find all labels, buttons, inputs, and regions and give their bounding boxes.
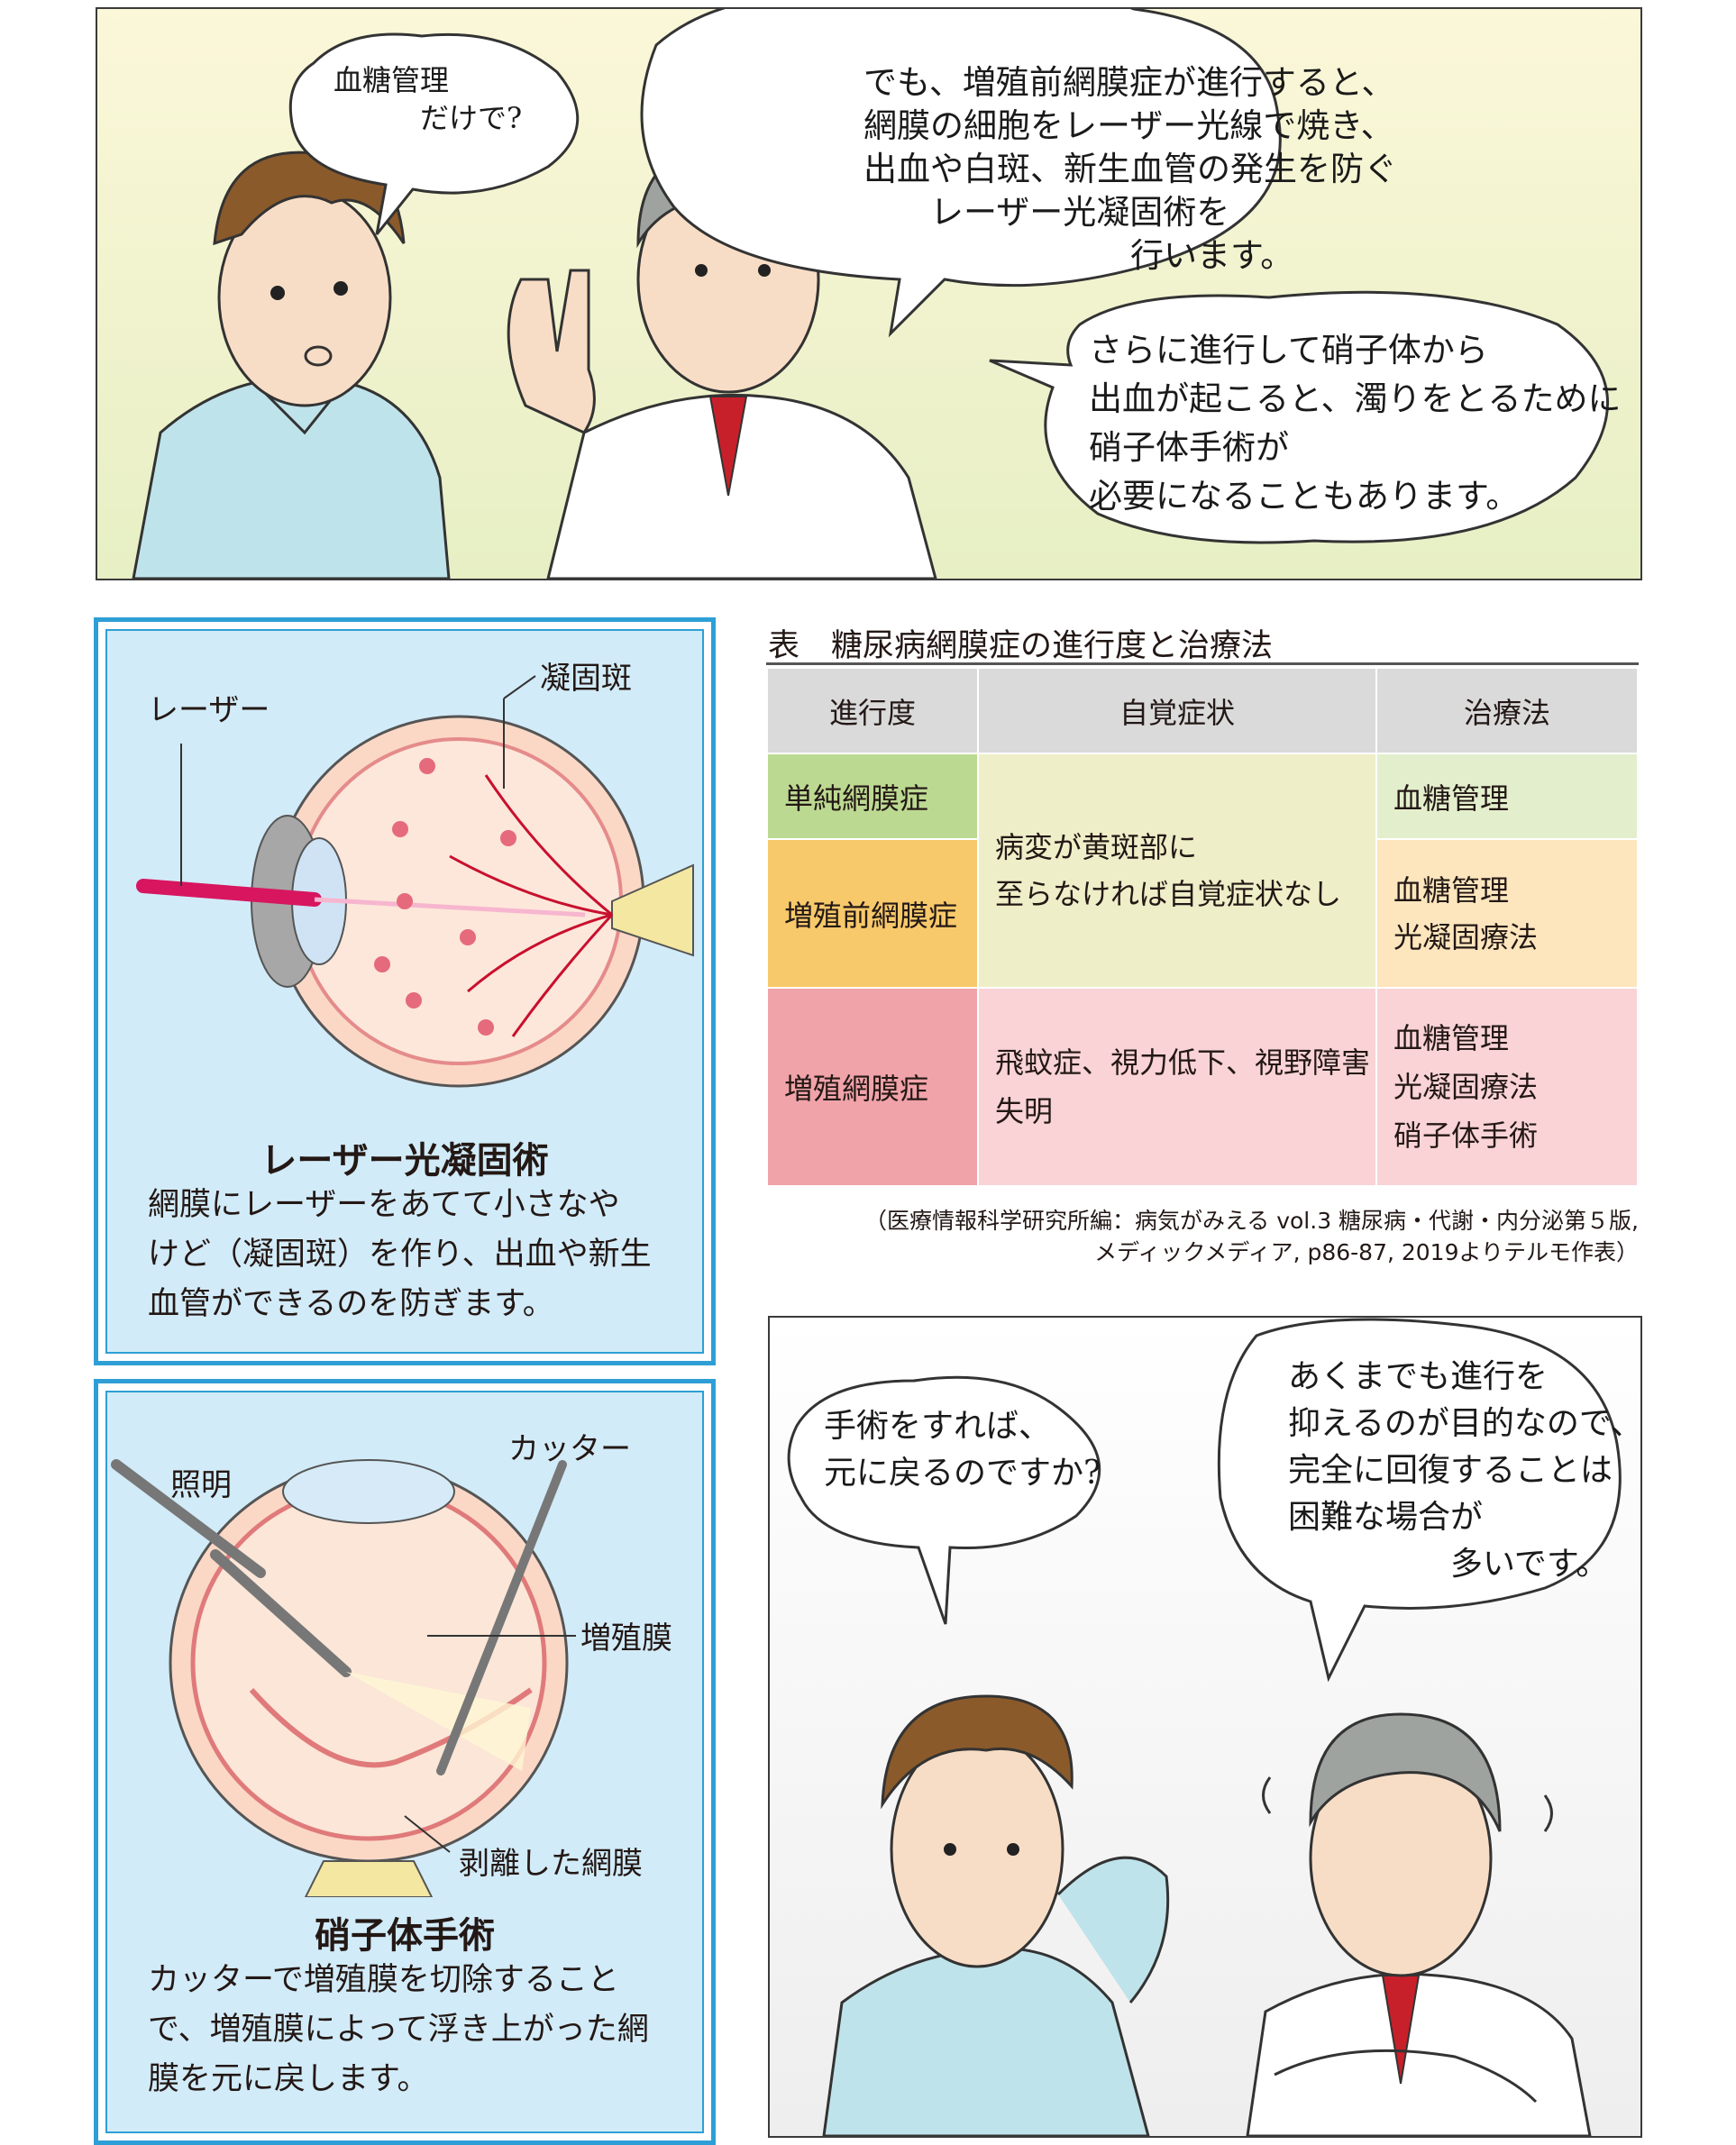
doctor-speech-bubble-1 — [640, 9, 1282, 338]
table-source-line-2: メディックメディア, p86-87, 2019よりテルモ作表） — [1094, 1239, 1639, 1265]
stage-cell: 増殖前網膜症 — [766, 838, 979, 989]
bottom-comic-panel: 手術をすれば、 元に戻るのですか? あくまでも進行を 抑えるのが目的なので、 完… — [768, 1316, 1642, 2138]
vitrectomy-eye-diagram — [111, 1459, 576, 1897]
table-header-row: 進行度 自覚症状 治療法 — [766, 667, 1639, 754]
patient-speech-bubble — [288, 32, 580, 235]
treatment-cell: 血糖管理 光凝固療法 硝子体手術 — [1375, 987, 1639, 1187]
patient-speech-bubble — [787, 1375, 1101, 1625]
header-stage: 進行度 — [766, 667, 979, 754]
treatment-cell: 血糖管理 — [1375, 753, 1639, 840]
vitrectomy-box: 照明 カッター 増殖膜 剥離した網膜 硝子体手術 カッターで増殖膜を切除すること… — [94, 1379, 716, 2145]
doctor-answer-text: あくまでも進行を 抑えるのが目的なので、 完全に回復することは 困難な場合が 多… — [1288, 1358, 1642, 1583]
doctor-figure — [1246, 1712, 1592, 2136]
laser-description: 網膜にレーザーをあてて小さなや けど（凝固斑）を作り、出血や新生 血管ができるの… — [148, 1187, 652, 1322]
vitrectomy-description: カッターで増殖膜を切除すること で、増殖膜によって浮き上がった網 膜を元に戻しま… — [148, 1962, 649, 2097]
laser-eye-diagram — [136, 675, 694, 1088]
doctor-bubble-2-text: さらに進行して硝子体から 出血が起こると、濁りをとるために 硝子体手術が 必要に… — [1089, 331, 1622, 516]
illumination-label: 照明 — [170, 1467, 232, 1503]
vitrectomy-title: 硝子体手術 — [315, 1915, 495, 1957]
patient-question-text: 手術をすれば、 元に戻るのですか? — [824, 1408, 1101, 1492]
doctor-speech-bubble — [1217, 1318, 1622, 1683]
coagulation-spot-label: 凝固斑 — [540, 661, 632, 697]
laser-label: レーザー — [148, 692, 270, 728]
shared-symptom-cell: 病変が黄斑部に 至らなければ自覚症状なし — [977, 753, 1377, 989]
stage-cell: 増殖網膜症 — [766, 987, 979, 1187]
detached-retina-label: 剥離した網膜 — [459, 1846, 643, 1882]
table-top-rule — [766, 662, 1639, 665]
patient-figure — [132, 151, 451, 579]
stage-cell: 単純網膜症 — [766, 753, 979, 840]
table-row: 単純網膜症 病変が黄斑部に 至らなければ自覚症状なし 血糖管理 — [766, 753, 1639, 989]
retinopathy-table: 進行度 自覚症状 治療法 単純網膜症 病変が黄斑部に 至らなければ自覚症状なし … — [766, 667, 1639, 1187]
symptom-cell: 飛蚊症、視力低下、視野障害 失明 — [977, 987, 1377, 1187]
patient-figure — [822, 1694, 1170, 2136]
table-title: 表 糖尿病網膜症の進行度と治療法 — [768, 628, 1274, 664]
top-panel-illustration — [132, 9, 1609, 579]
vitrectomy-box-inner: 照明 カッター 増殖膜 剥離した網膜 硝子体手術 カッターで増殖膜を切除すること… — [105, 1391, 704, 2133]
proliferative-membrane-label: 増殖膜 — [580, 1620, 672, 1657]
bottom-panel-illustration — [787, 1318, 1622, 2136]
header-treatment: 治療法 — [1375, 667, 1639, 754]
header-symptom: 自覚症状 — [977, 667, 1377, 754]
treatment-cell: 血糖管理 光凝固療法 — [1375, 838, 1639, 989]
table-row: 増殖網膜症 飛蚊症、視力低下、視野障害 失明 血糖管理 光凝固療法 硝子体手術 — [766, 987, 1639, 1187]
laser-photocoagulation-box: レーザー 凝固斑 レーザー光凝固術 網膜にレーザーをあてて小さなや けど（凝固斑… — [94, 617, 716, 1365]
doctor-bubble-1-text: でも、増殖前網膜症が進行すると、 網膜の細胞をレーザー光線で焼き、 出血や白斑、… — [863, 63, 1397, 275]
patient-bubble-text: 血糖管理 だけで? — [333, 63, 523, 135]
cutter-label: カッター — [508, 1431, 631, 1467]
laser-title: レーザー光凝固術 — [260, 1140, 549, 1182]
laser-box-inner: レーザー 凝固斑 レーザー光凝固術 網膜にレーザーをあてて小さなや けど（凝固斑… — [105, 629, 704, 1354]
table-source-line-1: （医療情報科学研究所編：病気がみえる vol.3 糖尿病・代謝・内分泌第５版, — [864, 1208, 1639, 1234]
table-row: 増殖前網膜症 血糖管理 光凝固療法 — [766, 838, 1639, 989]
doctor-speech-bubble-2 — [989, 290, 1609, 544]
top-comic-panel: 血糖管理 だけで? でも、増殖前網膜症が進行すると、 網膜の細胞をレーザー光線で… — [96, 7, 1642, 580]
